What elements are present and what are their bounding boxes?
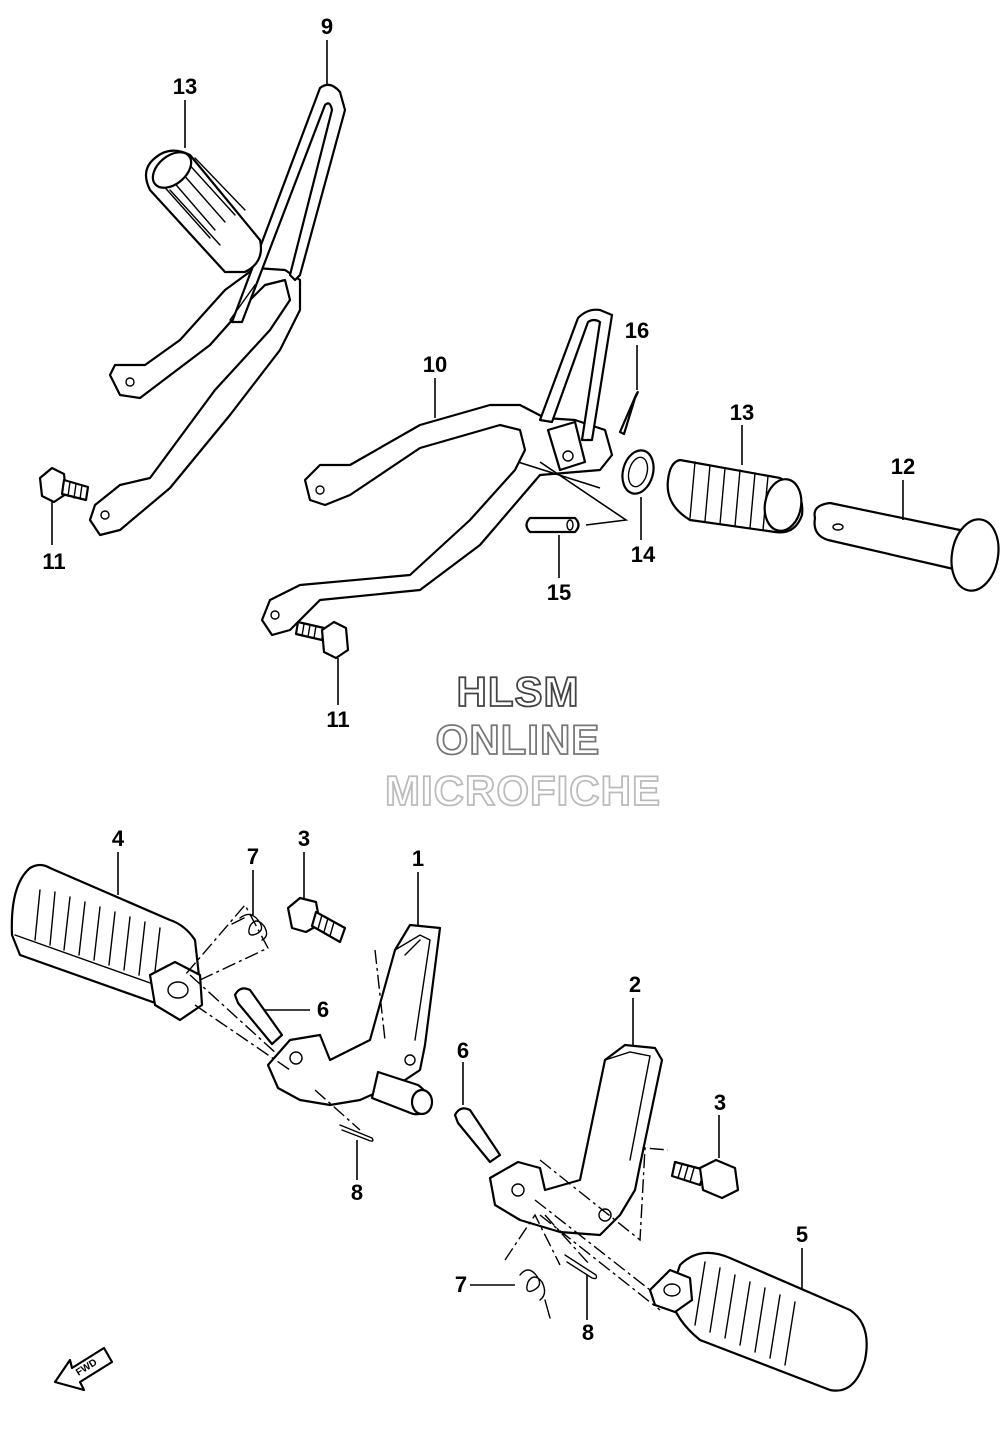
callout-13-right: 13 <box>730 400 754 425</box>
callout-5: 5 <box>796 1222 808 1247</box>
callout-6-right: 6 <box>457 1038 469 1063</box>
callout-16: 16 <box>625 318 649 343</box>
bolt-11-left <box>38 466 90 504</box>
callout-labels: 9 13 11 10 16 13 12 14 15 11 4 7 3 1 6 8… <box>42 14 915 1345</box>
front-footrest-bracket-1 <box>266 923 442 1116</box>
footrest-rubber-5 <box>648 1251 868 1392</box>
watermark: HLSM ONLINE MICROFICHE <box>384 667 661 815</box>
callout-11-right: 11 <box>326 707 349 732</box>
cotter-pin-8-right <box>564 1254 598 1280</box>
callout-3-left: 3 <box>298 826 310 851</box>
callout-3-right: 3 <box>714 1090 726 1115</box>
callout-9: 9 <box>321 14 333 39</box>
callout-10: 10 <box>423 352 447 377</box>
pin-15 <box>525 516 580 534</box>
cotter-pin-8-left <box>339 1124 374 1142</box>
washer-14 <box>621 449 655 495</box>
callout-14: 14 <box>631 542 656 567</box>
front-footrest-rubber-4 <box>10 863 204 1022</box>
front-footrest-bracket-2 <box>488 1043 664 1237</box>
callout-6-left: 6 <box>317 997 329 1022</box>
footrest-rubber-13-top <box>144 149 263 274</box>
callout-8-right: 8 <box>582 1320 594 1345</box>
callout-7-right: 7 <box>455 1272 467 1297</box>
callout-1: 1 <box>412 846 424 871</box>
fwd-arrow-icon: FWD <box>53 1346 114 1392</box>
watermark-line-3: MICROFICHE <box>385 767 661 814</box>
watermark-line-1: HLSM <box>457 668 580 715</box>
callout-7-left: 7 <box>247 844 259 869</box>
callout-11-left: 11 <box>42 549 65 574</box>
cotter-pin-16 <box>618 391 639 436</box>
rear-footrest-bracket-right <box>260 308 614 637</box>
callout-13-top: 13 <box>173 74 197 99</box>
footrest-rubber-13-right <box>666 458 804 534</box>
pin-6-right <box>453 1107 502 1164</box>
callout-8-left: 8 <box>351 1180 363 1205</box>
pin-6-left <box>233 987 284 1046</box>
callout-2: 2 <box>629 972 641 997</box>
leader-lines <box>51 40 904 1320</box>
callout-12: 12 <box>891 454 915 479</box>
callout-15: 15 <box>547 580 571 605</box>
bolt-3-right <box>670 1158 740 1200</box>
bolt-11-right <box>294 620 350 660</box>
callout-4: 4 <box>112 826 125 851</box>
watermark-line-2: ONLINE <box>436 716 601 763</box>
rear-footrest-bracket-left <box>88 83 347 537</box>
footrest-peg-12 <box>813 501 1000 592</box>
spring-7-right <box>519 1269 551 1319</box>
bolt-3-left <box>286 896 347 944</box>
spring-7-left <box>231 913 268 941</box>
